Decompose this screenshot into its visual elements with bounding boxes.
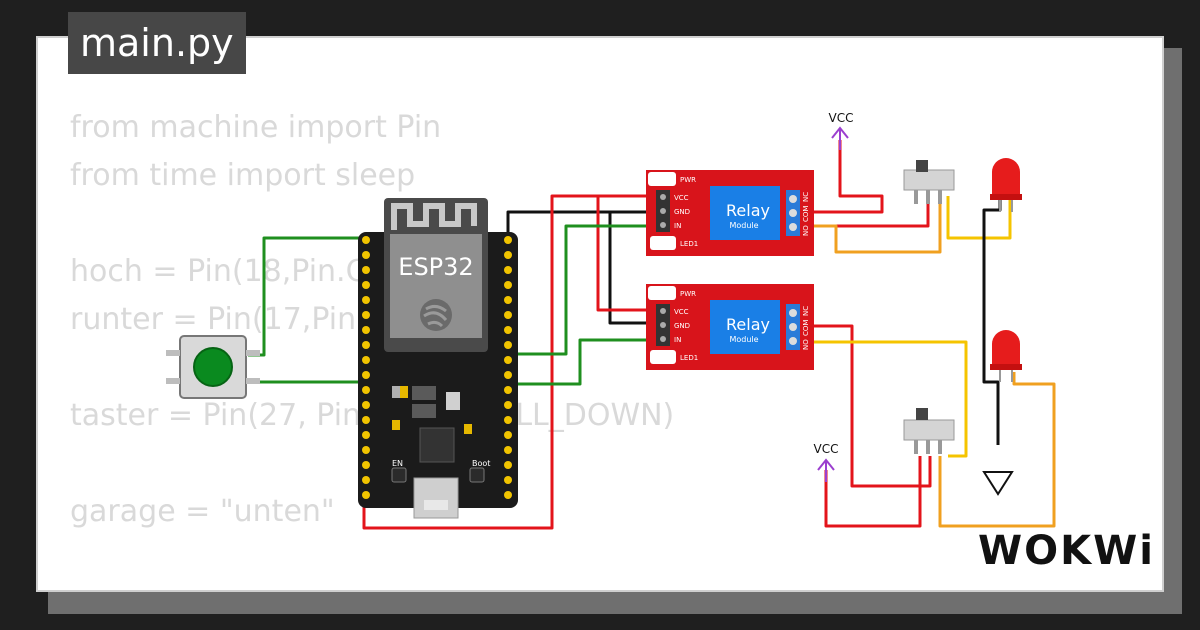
- vcc-top-label: VCC: [829, 111, 854, 125]
- relay-bottom-title: Relay: [726, 315, 770, 334]
- relay-bottom-gnd: GND: [674, 322, 690, 330]
- wire-green-button-top: [248, 236, 364, 357]
- wire-red-relay-bottom: [796, 324, 932, 488]
- wire-black-gnd: [506, 210, 660, 325]
- file-tab[interactable]: main.py: [68, 12, 246, 74]
- wire-orange-led-bottom: [938, 372, 1056, 528]
- relay-top-no: NO: [802, 225, 810, 236]
- en-label: EN: [392, 459, 403, 468]
- relay-bottom-vcc: VCC: [674, 308, 689, 316]
- wire-red-vcc-2: [596, 196, 660, 312]
- relay-top-in: IN: [674, 222, 681, 230]
- code-line: from machine import Pin: [70, 110, 442, 145]
- wire-green-in-bottom: [508, 338, 660, 386]
- relay-bottom-com: COM: [802, 320, 810, 336]
- wokwi-logo: WOKWi: [978, 528, 1155, 574]
- ground-symbol: [982, 471, 1014, 496]
- esp32-label: ESP32: [398, 253, 473, 281]
- relay-top-led: LED1: [680, 240, 698, 248]
- relay-bottom-led: LED1: [680, 354, 698, 362]
- vcc-symbol-top: VCC: [829, 111, 854, 150]
- preview-card: from machine import Pin from time import…: [36, 36, 1164, 592]
- relay-bottom-subtitle: Module: [729, 335, 758, 344]
- relay-bottom-no: NO: [802, 339, 810, 350]
- wire-red-switch-top: [796, 196, 930, 228]
- red-led-bottom[interactable]: [990, 330, 1022, 382]
- vcc-symbol-bottom: VCC: [814, 442, 839, 482]
- relay-top-subtitle: Module: [729, 221, 758, 230]
- wire-red-vcc-bottom: [824, 456, 922, 528]
- slide-switch-bottom[interactable]: [903, 408, 955, 454]
- relay-top-com: COM: [802, 206, 810, 222]
- wire-orange-relay-top: [796, 196, 942, 254]
- relay-top-vcc: VCC: [674, 194, 689, 202]
- slide-switch-top[interactable]: [903, 160, 955, 204]
- relay-module-top[interactable]: PWR VCC GND IN LED1 Relay Module NO COM …: [646, 170, 814, 256]
- wire-yellow-led-top: [946, 196, 1012, 240]
- relay-top-gnd: GND: [674, 208, 690, 216]
- wire-red-vcc-top: [796, 140, 884, 214]
- wire-green-in-top: [508, 224, 660, 356]
- relay-module-bottom[interactable]: PWR VCC GND IN LED1 Relay Module NO COM …: [646, 284, 814, 370]
- wire-yellow-relay-bottom: [796, 340, 968, 458]
- red-led-top[interactable]: [990, 158, 1022, 212]
- relay-top-nc: NC: [802, 192, 810, 202]
- relay-top-pwr: PWR: [680, 176, 696, 184]
- push-button[interactable]: [166, 335, 260, 399]
- vcc-bottom-label: VCC: [814, 442, 839, 456]
- code-line: garage = "unten": [70, 494, 335, 529]
- relay-bottom-pwr: PWR: [680, 290, 696, 298]
- relay-bottom-in: IN: [674, 336, 681, 344]
- esp32-board[interactable]: ESP32 EN Boot: [358, 198, 518, 519]
- antenna-trace: [391, 203, 477, 230]
- wire-red-vcc: [362, 194, 660, 530]
- relay-top-title: Relay: [726, 201, 770, 220]
- code-line: from time import sleep: [70, 158, 416, 193]
- relay-bottom-nc: NC: [802, 306, 810, 316]
- boot-label: Boot: [472, 459, 490, 468]
